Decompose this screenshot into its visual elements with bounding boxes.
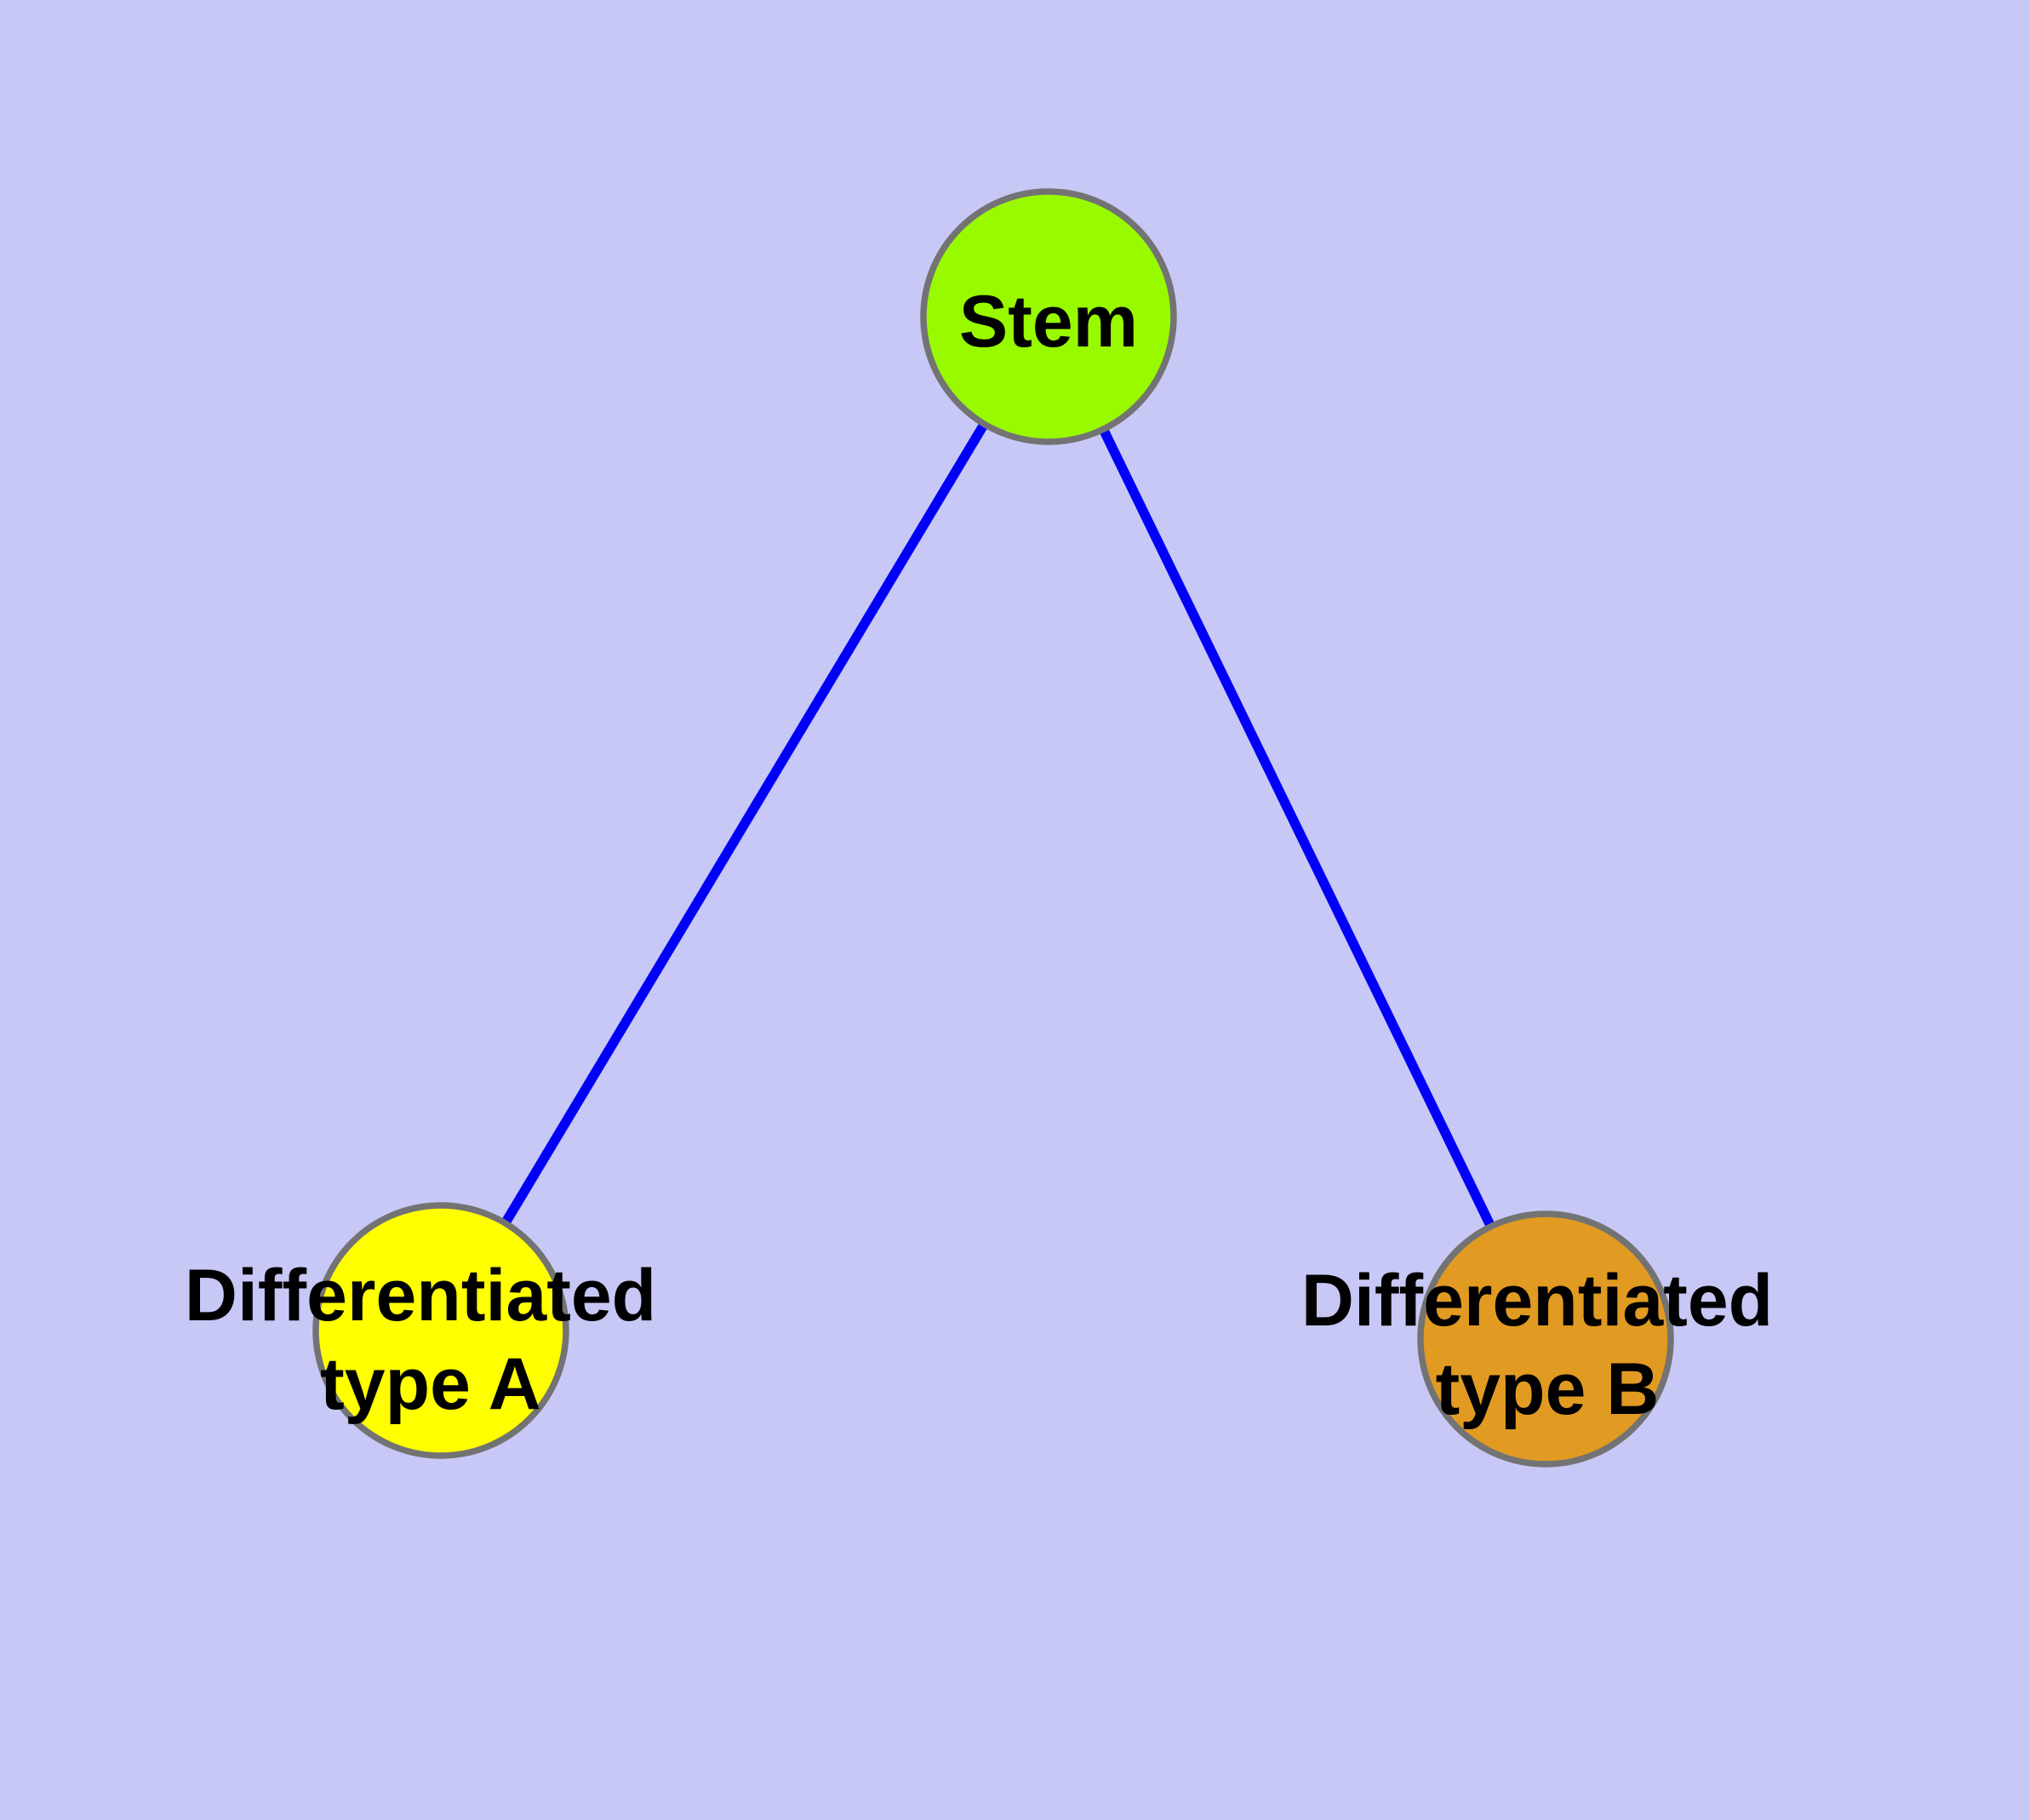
node-differentiated-type-a <box>312 1202 569 1459</box>
node-differentiated-type-b <box>1417 1210 1674 1468</box>
node-type-b-label-line1: Differentiated <box>1301 1260 1773 1342</box>
node-type-b-label: Differentiated type B <box>1301 1260 1793 1430</box>
node-stem <box>920 188 1177 445</box>
edge-stem-to-type-b <box>1043 314 1551 1342</box>
node-type-b-label-line2: type B <box>1436 1348 1660 1430</box>
node-stem-label: Stem <box>959 281 1138 363</box>
edge-stem-to-type-a <box>437 314 1053 1333</box>
node-type-a-label: Differentiated type A <box>185 1255 677 1425</box>
node-type-a-label-line1: Differentiated <box>185 1255 656 1336</box>
node-type-a-label-line2: type A <box>320 1343 541 1425</box>
